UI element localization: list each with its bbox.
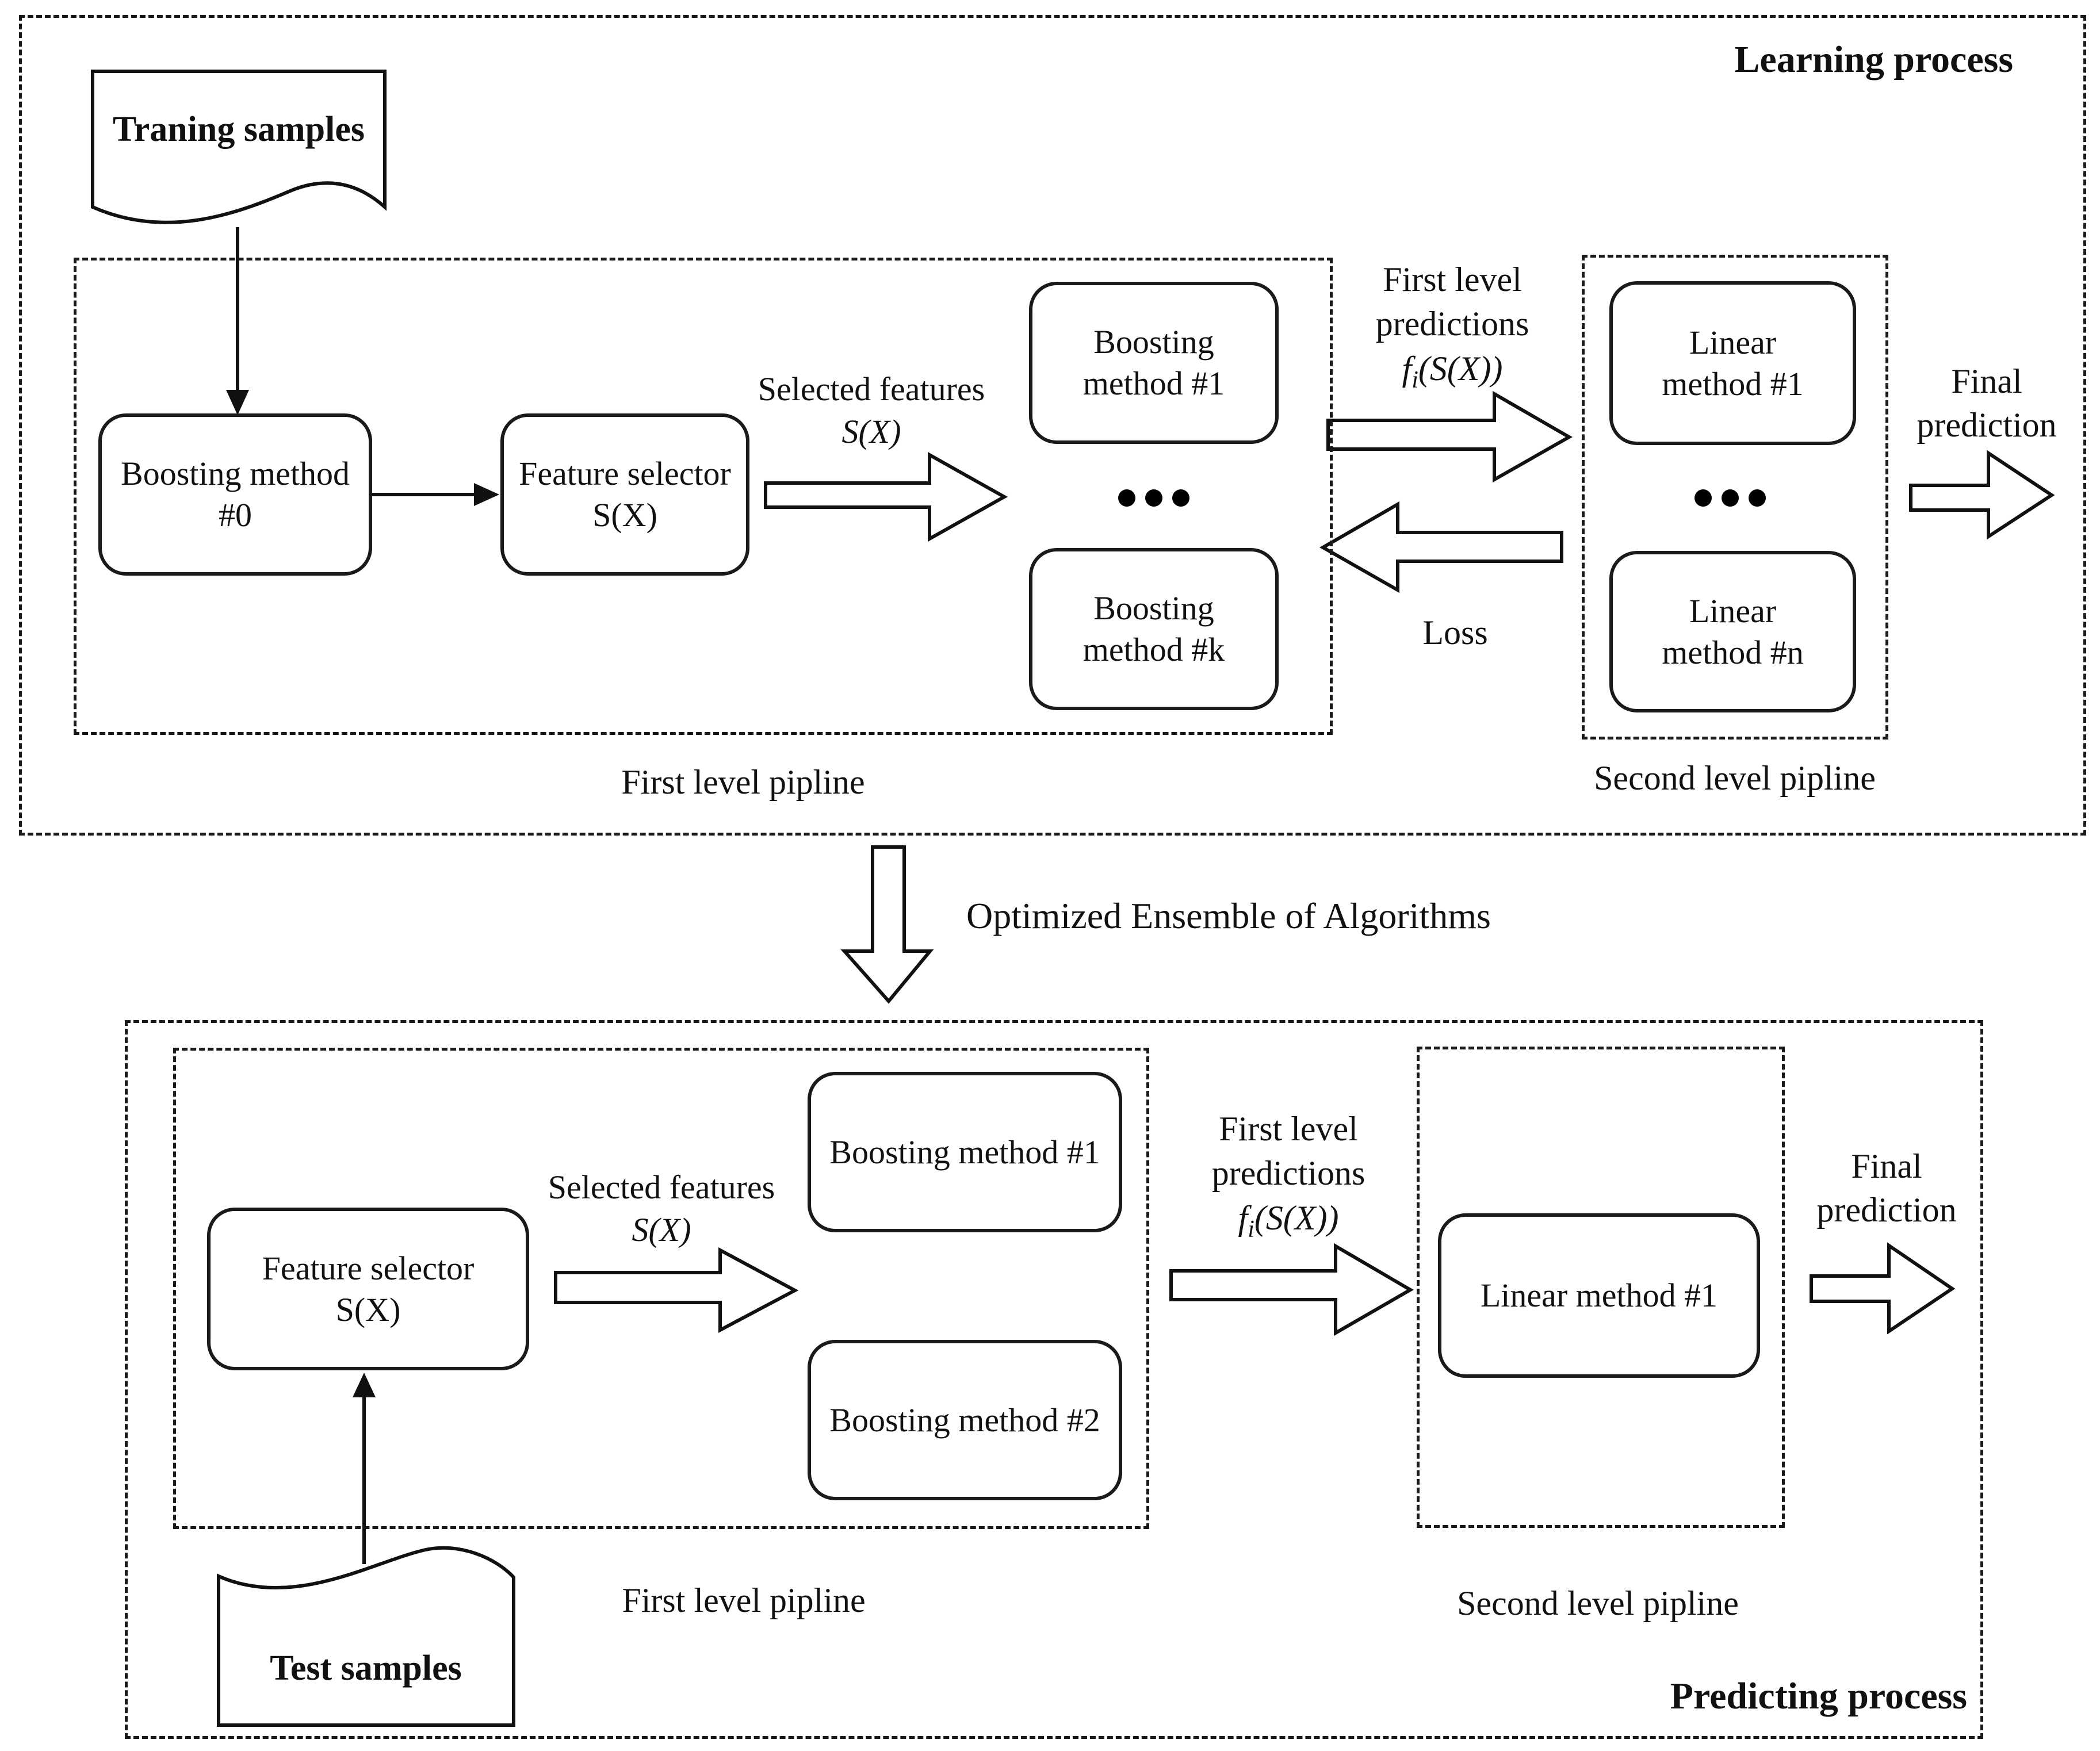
- second-level-pipeline-label-learning: Second level pipline: [1594, 759, 1876, 797]
- second-level-pipeline-label-predicting: Second level pipline: [1457, 1584, 1739, 1622]
- ellipsis-icon-linear: [1694, 489, 1766, 507]
- selected-features-label-predicting: Selected features S(X): [521, 1166, 802, 1251]
- final-line2: prediction: [1917, 406, 2057, 445]
- process-transition-arrow: [840, 845, 934, 1004]
- ellipsis-icon-boosting: [1118, 489, 1189, 507]
- linear-method-1-box-predicting: Linear method #1: [1438, 1213, 1760, 1378]
- second-level-pipeline-box-predicting: [1417, 1047, 1785, 1528]
- first-level-pipeline-box-predicting: [173, 1048, 1149, 1529]
- training-samples-doc-shape: [91, 70, 387, 224]
- dot-icon: [1118, 489, 1135, 507]
- feature-selector-box-predicting: Feature selector S(X): [207, 1208, 529, 1370]
- math-rest: (S(X)): [1418, 349, 1503, 388]
- final-prediction-arrow-predicting: [1810, 1242, 1956, 1335]
- final-prediction-label-learning: Final prediction: [1900, 359, 2073, 447]
- first-level-pipeline-label-learning: First level pipline: [621, 763, 865, 801]
- boosting-method-0-box: Boosting method #0: [98, 413, 372, 576]
- second-level-pipeline-box-learning: [1582, 255, 1888, 740]
- loss-arrow: [1319, 501, 1563, 593]
- transition-label: Optimized Ensemble of Algorithms: [966, 895, 1491, 936]
- boosting-method-2-box: Boosting method #2: [808, 1340, 1122, 1500]
- training-to-boosting0-arrow: [226, 227, 249, 415]
- loss-label: Loss: [1422, 614, 1488, 652]
- final-line1: Final: [1951, 362, 2022, 400]
- selected-features-math: S(X): [632, 1210, 691, 1248]
- predictions-math: fi(S(X)): [1238, 1198, 1339, 1243]
- training-samples-label: Traning samples: [112, 110, 365, 149]
- dot-icon: [1694, 489, 1712, 507]
- final-prediction-label-predicting: Final prediction: [1800, 1144, 1973, 1232]
- first-level-predictions-label-predicting: First level predictions fi(S(X)): [1162, 1107, 1415, 1245]
- dot-icon: [1722, 489, 1739, 507]
- selected-features-arrow-predicting: [554, 1247, 799, 1333]
- boosting-method-1-box-predicting: Boosting method #1: [808, 1072, 1122, 1232]
- predicting-process-box: [125, 1020, 1983, 1739]
- dot-icon: [1749, 489, 1766, 507]
- linear-method-1-box-learning: Linear method #1: [1609, 281, 1856, 445]
- predictions-line1: First level: [1383, 260, 1522, 298]
- boosting-method-1-box-learning: Boosting method #1: [1029, 282, 1279, 444]
- predictions-line1: First level: [1219, 1110, 1358, 1148]
- predicting-process-title: Predicting process: [1670, 1675, 1967, 1717]
- boosting-method-k-box: Boosting method #k: [1029, 548, 1279, 710]
- test-samples-doc-shape: [217, 1546, 515, 1727]
- first-level-predictions-arrow: [1326, 390, 1573, 483]
- math-rest: (S(X)): [1254, 1198, 1339, 1237]
- final-line1: Final: [1851, 1147, 1922, 1185]
- selected-features-text: Selected features: [548, 1168, 775, 1206]
- dot-icon: [1145, 489, 1162, 507]
- dot-icon: [1172, 489, 1189, 507]
- first-level-pipeline-box-learning: [74, 258, 1333, 735]
- predictions-math: fi(S(X)): [1402, 349, 1503, 393]
- boosting0-to-selector-arrow: [372, 483, 499, 506]
- learning-process-title: Learning process: [1734, 39, 2013, 81]
- selected-features-arrow: [764, 451, 1008, 542]
- math-sub: i: [1248, 1216, 1254, 1243]
- final-prediction-arrow-learning: [1909, 450, 2055, 540]
- final-line2: prediction: [1816, 1191, 1957, 1229]
- selected-features-text: Selected features: [758, 370, 985, 408]
- test-to-selector-arrow: [353, 1373, 376, 1564]
- test-samples-label: Test samples: [270, 1649, 462, 1688]
- predictions-line2: predictions: [1375, 305, 1529, 343]
- feature-selector-box-learning: Feature selector S(X): [500, 413, 749, 576]
- math-f: f: [1238, 1198, 1248, 1237]
- linear-method-n-box: Linear method #n: [1609, 551, 1856, 712]
- learning-process-box: [19, 15, 2086, 836]
- math-sub: i: [1412, 366, 1418, 393]
- first-level-predictions-label-learning: First level predictions fi(S(X)): [1326, 258, 1579, 396]
- first-level-pipeline-label-predicting: First level pipline: [622, 1581, 866, 1619]
- predictions-line2: predictions: [1211, 1154, 1365, 1193]
- selected-features-math: S(X): [841, 412, 901, 450]
- math-f: f: [1402, 349, 1412, 388]
- first-level-predictions-arrow-predicting: [1169, 1243, 1414, 1336]
- selected-features-label-learning: Selected features S(X): [733, 368, 1009, 453]
